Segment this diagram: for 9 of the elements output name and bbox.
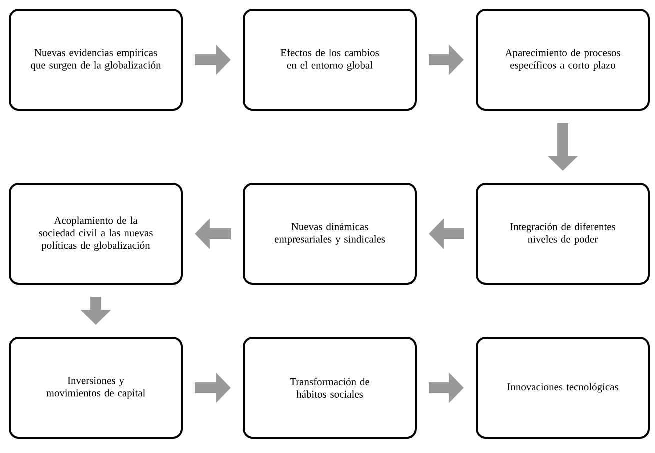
process-box: Nuevas evidencias empíricas que surgen de la globalización — [9, 9, 183, 111]
process-box: Integración de diferentes niveles de poder — [476, 183, 650, 285]
process-box: Acoplamiento de la sociedad civil a las nuevas políticas de globalización — [9, 183, 183, 285]
process-box: Efectos de los cambios en el entorno global — [243, 9, 417, 111]
process-box: Inversiones y movimientos de capital — [9, 337, 183, 439]
process-box: Nuevas dinámicas empresariales y sindicales — [243, 183, 417, 285]
process-box: Transformación de hábitos sociales — [243, 337, 417, 439]
process-box: Innovaciones tecnológicas — [476, 337, 650, 439]
process-box: Aparecimiento de procesos específicos a corto plazo — [476, 9, 650, 111]
